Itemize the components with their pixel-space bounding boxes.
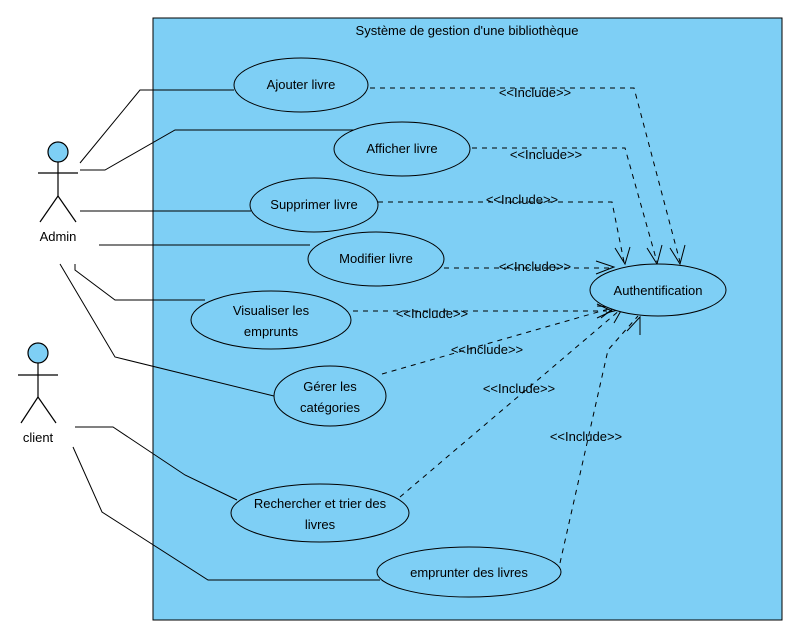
usecase-label: Supprimer livre: [270, 197, 357, 212]
include-label-emprunter: <<Include>>: [550, 429, 622, 444]
usecase-label-line2: livres: [305, 517, 336, 532]
usecase-label-line1: Rechercher et trier des: [254, 496, 387, 511]
include-line-emprunter: [559, 315, 639, 564]
association-admin-ajouter: [79, 89, 234, 164]
usecase-supprimer-livre[interactable]: Supprimer livre: [249, 177, 379, 233]
usecase-label-line1: Gérer les: [303, 379, 357, 394]
include-line-ajouter: [370, 87, 681, 263]
usecase-gerer-categories[interactable]: Gérer les catégories: [273, 365, 387, 427]
association-client-rechercher: [75, 426, 238, 501]
system-title: Système de gestion d'une bibliothèque: [356, 23, 579, 38]
usecase-label: Ajouter livre: [267, 77, 336, 92]
association-admin-gerer: [59, 263, 279, 398]
usecase-emprunter-livres[interactable]: emprunter des livres: [376, 546, 562, 598]
actor-client[interactable]: client: [18, 342, 58, 445]
include-line-afficher: [472, 147, 658, 263]
include-arrowhead-ajouter: [669, 244, 686, 266]
include-label-visualiser: <<Include>>: [396, 306, 468, 321]
association-client-emprunter: [72, 446, 380, 581]
associations: [59, 89, 380, 581]
include-line-rechercher: [399, 309, 621, 498]
usecase-label: Authentification: [614, 283, 703, 298]
include-label-rechercher: <<Include>>: [483, 381, 555, 396]
include-arrowhead-supprimer: [614, 246, 631, 266]
actor-head: [27, 342, 49, 364]
actor-admin-label: Admin: [40, 229, 77, 244]
usecase-label: Modifier livre: [339, 251, 413, 266]
include-label-modifier: <<Include>>: [499, 259, 571, 274]
include-label-gerer: <<Include>>: [451, 342, 523, 357]
use-cases: Ajouter livre Afficher livre Supprimer l…: [190, 57, 727, 598]
include-arrowhead-modifier: [595, 260, 616, 275]
include-arrowhead-emprunter: [626, 315, 641, 335]
usecase-label: Afficher livre: [366, 141, 437, 156]
association-admin-visualiser: [74, 264, 205, 301]
usecase-rechercher-trier-livres[interactable]: Rechercher et trier des livres: [230, 483, 410, 543]
actor-admin[interactable]: Admin: [38, 141, 78, 244]
include-dependencies: [353, 87, 686, 564]
actor-head: [47, 141, 69, 163]
usecase-label-line2: emprunts: [244, 324, 299, 339]
usecase-authentification[interactable]: Authentification: [589, 263, 727, 317]
usecase-ajouter-livre[interactable]: Ajouter livre: [233, 57, 369, 113]
usecase-label-line2: catégories: [300, 400, 360, 415]
include-label-ajouter: <<Include>>: [499, 85, 571, 100]
include-line-supprimer: [378, 201, 625, 263]
usecase-afficher-livre[interactable]: Afficher livre: [333, 121, 471, 177]
include-label-supprimer: <<Include>>: [486, 192, 558, 207]
include-label-afficher: <<Include>>: [510, 147, 582, 162]
include-labels: <<Include>> <<Include>> <<Include>> <<In…: [396, 85, 622, 444]
actor-client-label: client: [23, 430, 54, 445]
usecase-label-line1: Visualiser les: [233, 303, 310, 318]
usecase-visualiser-emprunts[interactable]: Visualiser les emprunts: [190, 290, 352, 350]
association-admin-afficher: [80, 129, 360, 171]
usecase-modifier-livre[interactable]: Modifier livre: [307, 231, 445, 287]
usecase-label: emprunter des livres: [410, 565, 528, 580]
